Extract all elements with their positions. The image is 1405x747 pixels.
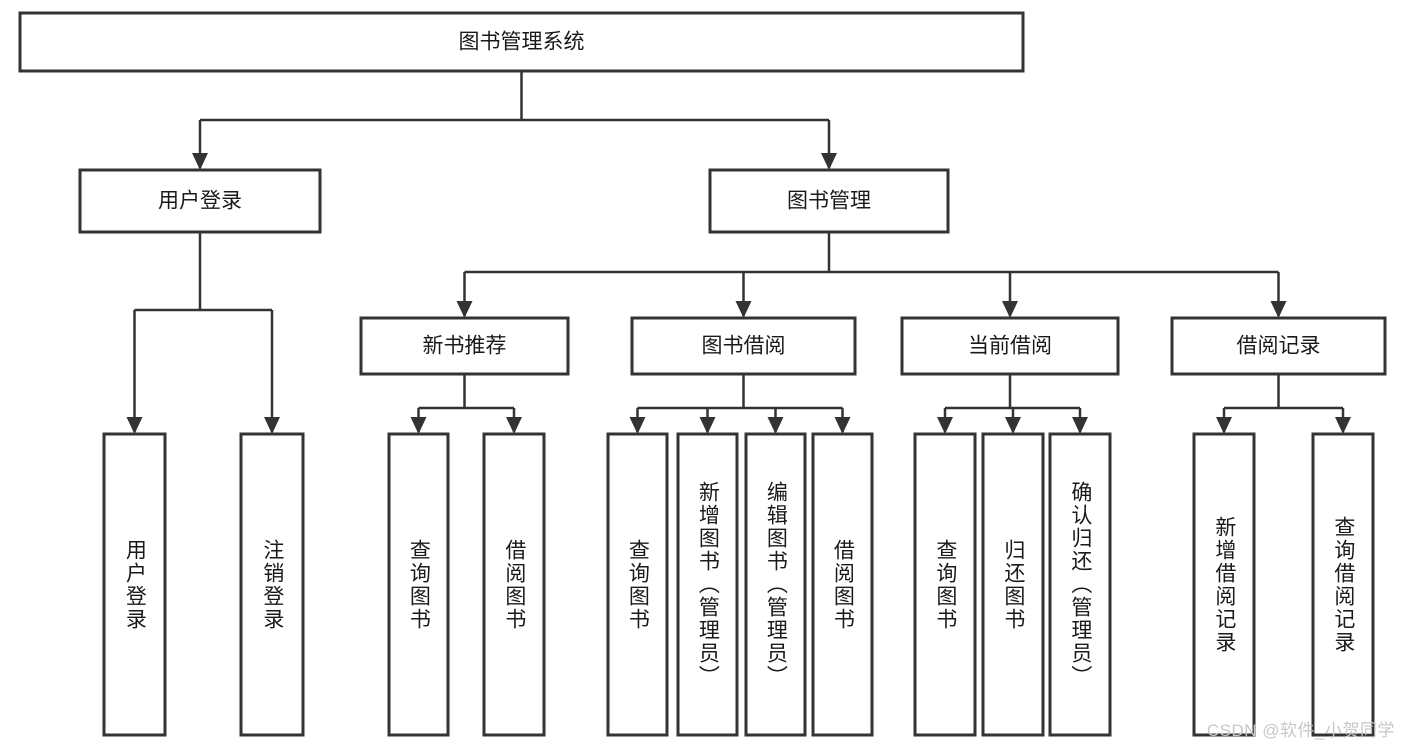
arrow-head-icon xyxy=(1270,301,1287,318)
leaf-node[interactable] xyxy=(1311,432,1375,737)
leaf-box[interactable] xyxy=(102,432,167,737)
arrow-head-icon xyxy=(834,417,851,434)
arrow-head-icon xyxy=(126,417,143,434)
level2-label: 当前借阅 xyxy=(968,335,1052,358)
arrow-head-icon xyxy=(192,153,208,170)
level2-node[interactable]: 借阅记录 xyxy=(1170,316,1387,376)
level2-box[interactable] xyxy=(630,316,857,376)
level1-node[interactable]: 用户登录 xyxy=(78,168,322,234)
arrow-head-icon xyxy=(767,417,784,434)
level2-node[interactable]: 图书借阅 xyxy=(630,316,857,376)
leaf-node[interactable] xyxy=(811,432,874,737)
level1-label: 用户登录 xyxy=(158,190,242,213)
leaf-node[interactable] xyxy=(482,432,546,737)
leaf-box[interactable] xyxy=(913,432,977,737)
leaf-box[interactable] xyxy=(239,432,305,737)
arrow-head-icon xyxy=(1216,417,1232,434)
connectors-layer xyxy=(126,71,1351,434)
leaf-box[interactable] xyxy=(811,432,874,737)
leaf-node[interactable] xyxy=(1048,432,1112,737)
leaf-node[interactable] xyxy=(913,432,977,737)
arrow-head-icon xyxy=(264,417,280,434)
arrow-head-icon xyxy=(456,301,473,318)
leaf-node[interactable] xyxy=(744,432,807,737)
leaf-node[interactable] xyxy=(676,432,739,737)
leaf-node[interactable] xyxy=(239,432,305,737)
arrow-head-icon xyxy=(1335,417,1351,434)
arrow-head-icon xyxy=(629,417,646,434)
arrow-head-icon xyxy=(1005,417,1021,434)
leaf-box[interactable] xyxy=(482,432,546,737)
level1-box[interactable] xyxy=(708,168,950,234)
leaf-node[interactable] xyxy=(981,432,1045,737)
arrow-head-icon xyxy=(821,153,837,170)
leaf-box[interactable] xyxy=(1192,432,1256,737)
level2-box[interactable] xyxy=(359,316,570,376)
level1-label: 图书管理 xyxy=(787,190,871,213)
level2-label: 新书推荐 xyxy=(423,335,507,358)
root-box[interactable] xyxy=(18,11,1025,73)
arrow-head-icon xyxy=(937,417,953,434)
leaf-box[interactable] xyxy=(387,432,450,737)
arrow-head-icon xyxy=(1002,301,1018,318)
leaf-node[interactable] xyxy=(606,432,669,737)
leaf-box[interactable] xyxy=(1311,432,1375,737)
arrow-head-icon xyxy=(1072,417,1088,434)
leaf-box[interactable] xyxy=(744,432,807,737)
leaf-node[interactable] xyxy=(102,432,167,737)
leaf-box[interactable] xyxy=(1048,432,1112,737)
arrow-head-icon xyxy=(735,301,752,318)
arrow-head-icon xyxy=(410,417,427,434)
level2-box[interactable] xyxy=(900,316,1120,376)
level2-box[interactable] xyxy=(1170,316,1387,376)
level2-label: 借阅记录 xyxy=(1237,335,1321,358)
level1-box[interactable] xyxy=(78,168,322,234)
root-node[interactable]: 图书管理系统 xyxy=(18,11,1025,73)
level1-node[interactable]: 图书管理 xyxy=(708,168,950,234)
leaf-box[interactable] xyxy=(676,432,739,737)
leaf-box[interactable] xyxy=(981,432,1045,737)
leaf-node[interactable] xyxy=(1192,432,1256,737)
leaf-box[interactable] xyxy=(606,432,669,737)
arrow-head-icon xyxy=(506,417,522,434)
arrow-head-icon xyxy=(699,417,716,434)
leaf-node[interactable] xyxy=(387,432,450,737)
level2-node[interactable]: 新书推荐 xyxy=(359,316,570,376)
level2-node[interactable]: 当前借阅 xyxy=(900,316,1120,376)
level2-label: 图书借阅 xyxy=(702,335,786,358)
root-label: 图书管理系统 xyxy=(459,31,585,54)
